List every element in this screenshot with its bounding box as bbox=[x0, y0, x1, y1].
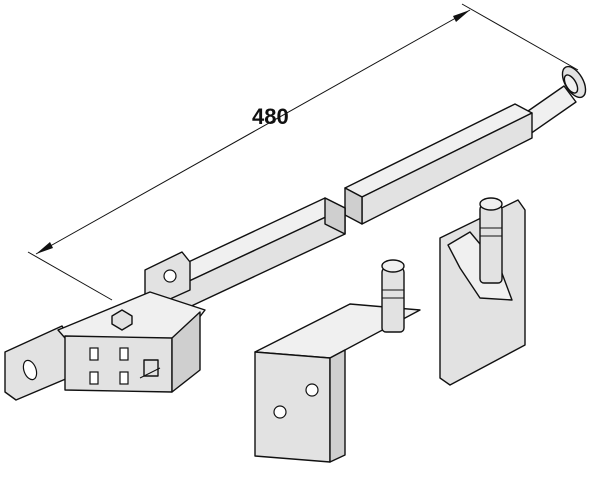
hinge-pin bbox=[381, 267, 405, 333]
pin-bracket bbox=[439, 197, 526, 386]
hex-bolt-icon bbox=[111, 309, 133, 331]
outer-tube bbox=[149, 197, 346, 317]
dimension-label: 480 bbox=[252, 104, 289, 129]
arrowhead-left bbox=[36, 242, 53, 254]
dimension-arrow-line bbox=[35, 9, 471, 255]
angle-bracket bbox=[254, 259, 421, 463]
extension-line-left bbox=[27, 251, 113, 301]
arrowhead-right bbox=[453, 10, 470, 22]
adjust-nut bbox=[143, 359, 159, 377]
left-bracket bbox=[4, 291, 206, 401]
extension-line-right bbox=[461, 3, 579, 71]
dimension-line bbox=[27, 3, 579, 301]
pivot-pin bbox=[479, 204, 503, 284]
inner-tube bbox=[344, 103, 533, 225]
